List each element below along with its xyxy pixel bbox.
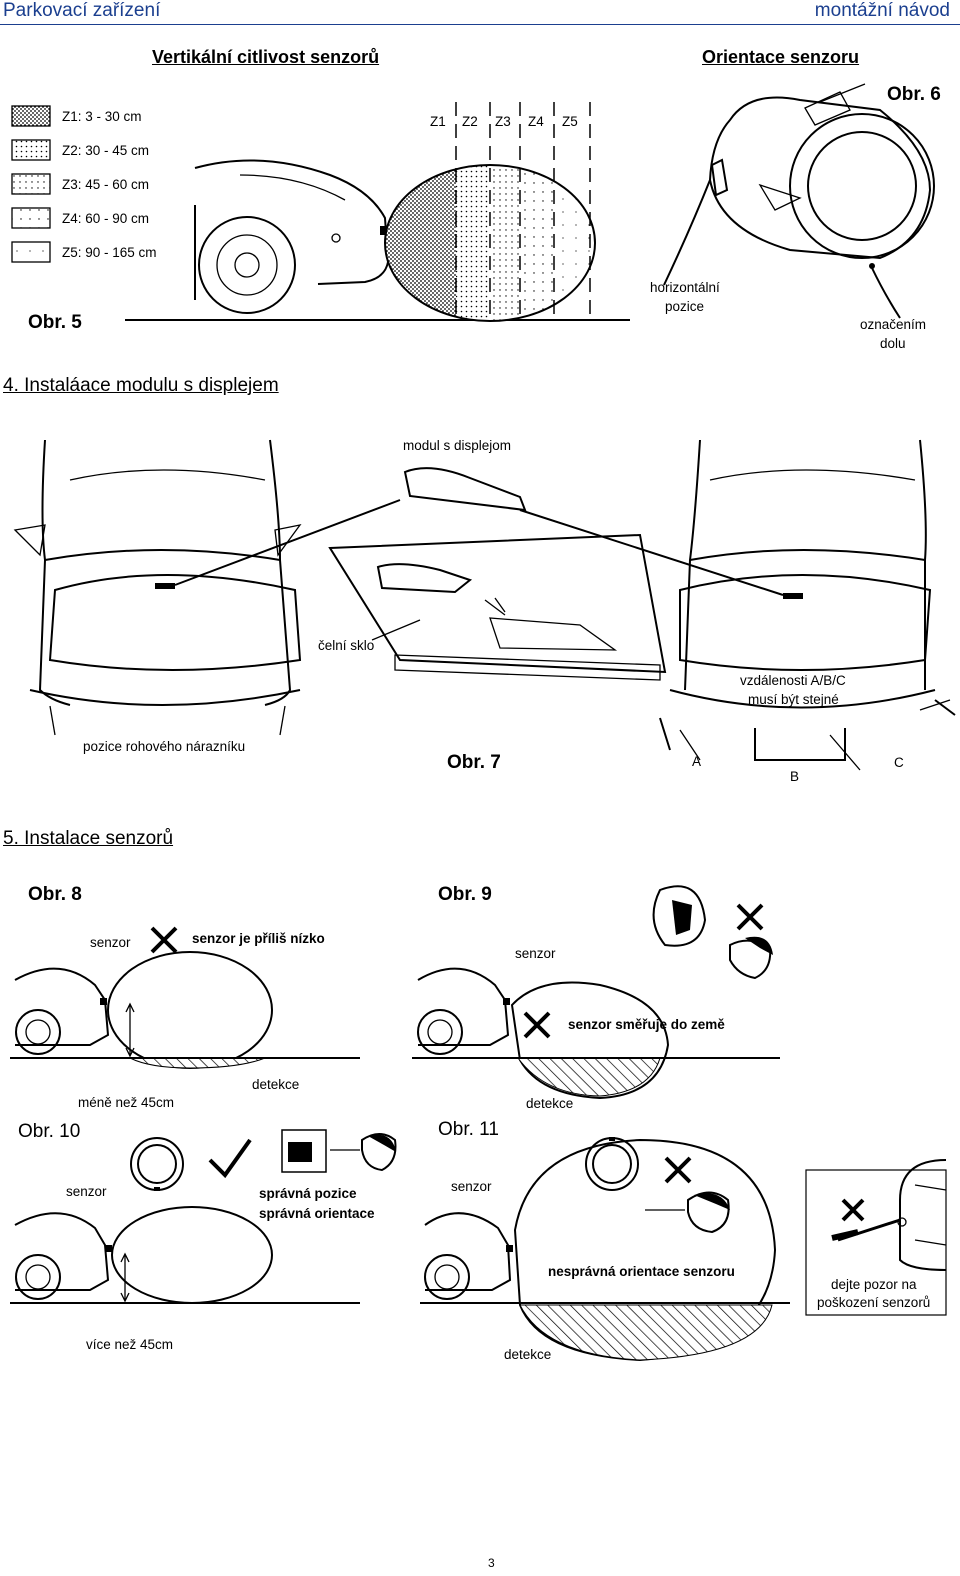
label-windshield: čelní sklo: [318, 638, 375, 653]
fig10-ok-2: správná orientace: [259, 1206, 375, 1221]
page-number: 3: [488, 1556, 495, 1570]
fig7-windshield: [328, 467, 667, 681]
fig5-title: Vertikální citlivost senzorů: [152, 47, 380, 67]
fig11-sensor: senzor: [451, 1179, 492, 1194]
fig8-detection: detekce: [252, 1077, 300, 1092]
fig7-car-right: [519, 439, 956, 771]
fig6-title: Orientace senzoru: [702, 47, 860, 67]
fig6-label-horizontal-2: pozice: [665, 299, 705, 314]
fig7-car-left: [13, 439, 401, 736]
label-distance-2: musí být stejné: [748, 692, 839, 707]
fig5-zones: [384, 102, 596, 322]
zone-legend-swatches: [11, 105, 51, 263]
zone-label-z5: Z5: [562, 114, 578, 129]
fig9-detection: detekce: [526, 1096, 574, 1111]
zone-label-z2: Z2: [462, 114, 478, 129]
fig11-caption: Obr. 11: [438, 1119, 499, 1140]
fig9-warning: senzor směřuje do země: [568, 1017, 725, 1032]
zone-legend-3: Z3: 45 - 60 cm: [62, 177, 150, 192]
fig11-note-1: dejte pozor na: [831, 1277, 917, 1292]
section4-heading: 4. Instaláace modulu s displejem: [3, 375, 279, 396]
fig8-caption: Obr. 8: [28, 884, 82, 905]
section5-heading: 5. Instalace senzorů: [3, 828, 174, 849]
header-left: Parkovací zařízení: [3, 0, 161, 21]
header-right: montážní návod: [814, 0, 950, 21]
fig9-diagram: [412, 885, 780, 1100]
fig6-sensor: [663, 83, 935, 319]
fig5-caption: Obr. 5: [28, 312, 82, 333]
fig6-label-horizontal-1: horizontální: [650, 280, 720, 295]
fig6-label-mark-2: dolu: [880, 336, 906, 351]
fig11-detection: detekce: [504, 1347, 552, 1362]
fig9-caption: Obr. 9: [438, 884, 492, 905]
zone-legend-1: Z1: 3 - 30 cm: [62, 109, 142, 124]
zone-legend-2: Z2: 30 - 45 cm: [62, 143, 150, 158]
fig8-diagram: [10, 926, 360, 1069]
mark-b: B: [790, 769, 800, 784]
fig11-warning: nesprávná orientace senzoru: [548, 1264, 735, 1279]
mark-a: A: [692, 754, 702, 769]
fig8-warning: senzor je příliš nízko: [192, 931, 325, 946]
fig8-height: méně než 45cm: [78, 1095, 175, 1110]
fig10-diagram: [10, 1129, 397, 1304]
zone-label-z3: Z3: [495, 114, 511, 129]
fig7-caption: Obr. 7: [447, 752, 501, 773]
fig9-sensor: senzor: [515, 946, 556, 961]
header-rule: [0, 24, 960, 25]
fig6-label-mark-1: označením: [860, 317, 927, 332]
zone-legend-5: Z5: 90 - 165 cm: [62, 245, 157, 260]
fig11-note-2: poškození senzorů: [817, 1295, 931, 1310]
label-corner: pozice rohového nárazníku: [83, 739, 246, 754]
zone-label-z4: Z4: [528, 114, 544, 129]
fig8-sensor: senzor: [90, 935, 131, 950]
mark-c: C: [894, 755, 904, 770]
label-module: modul s displejom: [403, 438, 512, 453]
label-distance-1: vzdálenosti A/B/C: [740, 673, 846, 688]
fig10-sensor: senzor: [66, 1184, 107, 1199]
fig10-ok-1: správná pozice: [259, 1186, 357, 1201]
zone-legend-4: Z4: 60 - 90 cm: [62, 211, 150, 226]
zone-label-z1: Z1: [430, 114, 446, 129]
fig11-diagram: [420, 1137, 947, 1362]
fig10-height: více než 45cm: [86, 1337, 174, 1352]
fig6-caption: Obr. 6: [887, 84, 941, 105]
fig10-caption: Obr. 10: [18, 1121, 81, 1142]
fig5-car: [125, 159, 630, 321]
